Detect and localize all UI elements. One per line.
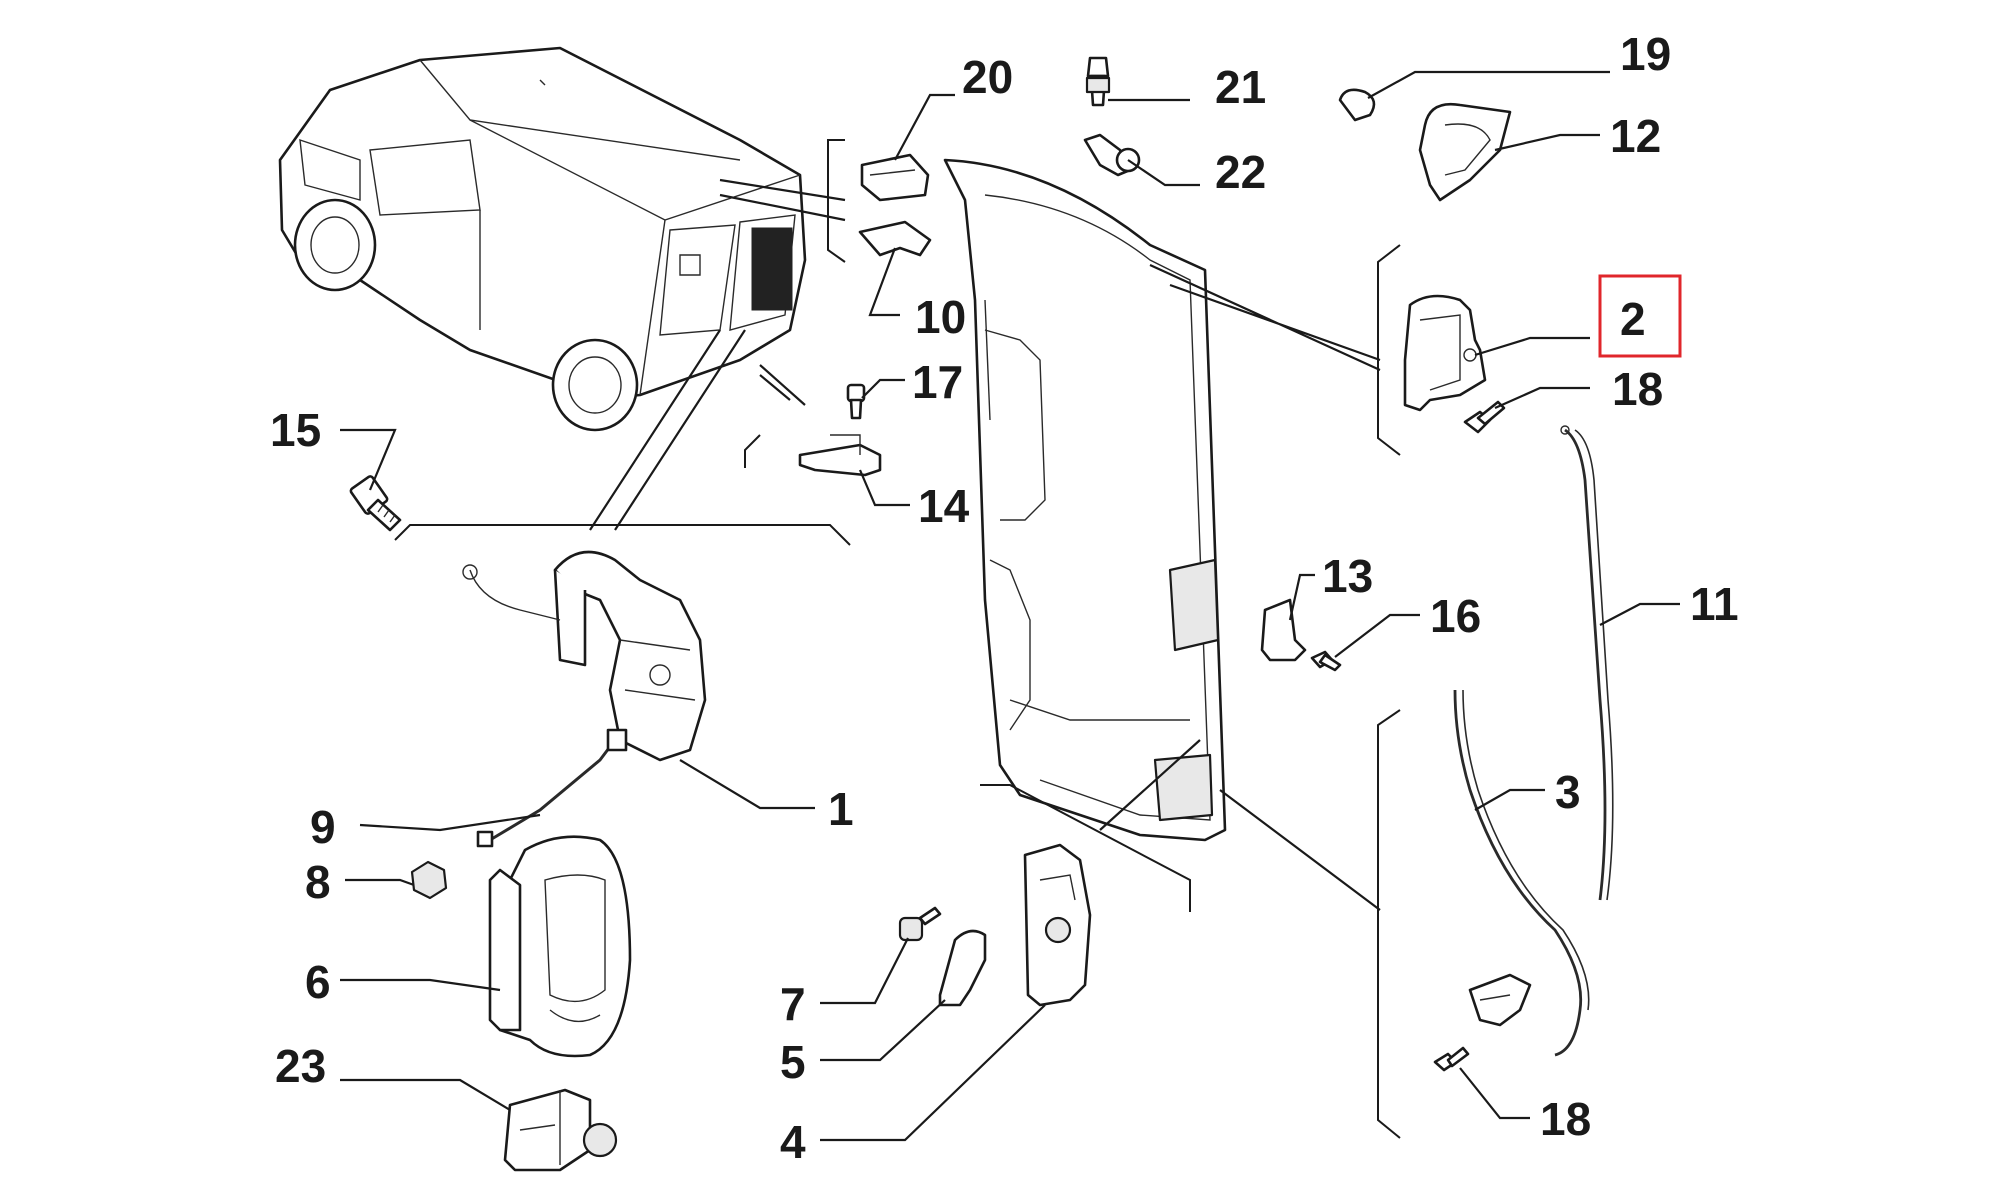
cover-12 xyxy=(1418,102,1512,202)
highlight-box-2 xyxy=(1598,274,1682,358)
lock-cylinder-23 xyxy=(503,1088,618,1172)
bracket-20 xyxy=(860,153,930,202)
screw-18-lower xyxy=(1433,1046,1470,1072)
screw-16 xyxy=(1310,650,1342,672)
callout-5: 5 xyxy=(780,1036,806,1088)
cable-9 xyxy=(476,728,628,848)
nut-8 xyxy=(410,860,448,900)
callout-17: 17 xyxy=(912,356,963,408)
lock-mechanism xyxy=(462,550,707,762)
lock-plate-4 xyxy=(1023,843,1092,1007)
screw-7 xyxy=(898,906,942,942)
callout-7: 7 xyxy=(780,978,806,1030)
bolt-21 xyxy=(1085,56,1111,107)
callout-11: 11 xyxy=(1690,578,1739,630)
clip-5 xyxy=(938,929,987,1007)
cap-19 xyxy=(1338,88,1376,122)
callout-22: 22 xyxy=(1215,146,1266,198)
callout-18-lower: 18 xyxy=(1540,1093,1591,1145)
screw-17 xyxy=(846,383,866,420)
rear-door-panel xyxy=(943,158,1227,842)
callout-18-upper: 18 xyxy=(1612,363,1663,415)
callout-13: 13 xyxy=(1322,550,1373,602)
callout-20: 20 xyxy=(962,51,1013,103)
bracket-10 xyxy=(858,220,932,257)
callout-4: 4 xyxy=(780,1116,806,1168)
door-handle-6 xyxy=(488,835,632,1058)
callout-23: 23 xyxy=(275,1040,326,1092)
callout-12: 12 xyxy=(1610,110,1661,162)
callout-2: 2 xyxy=(1620,293,1646,345)
plug-22 xyxy=(1083,133,1141,177)
callout-6: 6 xyxy=(305,956,331,1008)
callout-9: 9 xyxy=(310,801,336,853)
group-brackets xyxy=(394,139,1401,1139)
callout-8: 8 xyxy=(305,856,331,908)
callout-10: 10 xyxy=(915,291,966,343)
callout-labels: 1 2 3 4 5 6 7 8 9 10 11 12 13 14 15 16 1… xyxy=(270,28,1739,1168)
callout-1: 1 xyxy=(828,783,854,835)
callout-19: 19 xyxy=(1620,28,1671,80)
van-illustration xyxy=(278,46,807,432)
callout-21: 21 xyxy=(1215,61,1266,113)
callout-16: 16 xyxy=(1430,590,1481,642)
hinge-14 xyxy=(798,434,882,477)
bolt-15 xyxy=(349,475,402,532)
callout-15: 15 xyxy=(270,404,321,456)
striker-2 xyxy=(1403,294,1487,412)
callout-3: 3 xyxy=(1555,766,1581,818)
callout-14: 14 xyxy=(918,480,970,532)
cable-11 xyxy=(1560,425,1614,901)
cable-3 xyxy=(1453,689,1590,1057)
leader-lines xyxy=(340,70,1680,1142)
bracket-13 xyxy=(1260,598,1307,662)
